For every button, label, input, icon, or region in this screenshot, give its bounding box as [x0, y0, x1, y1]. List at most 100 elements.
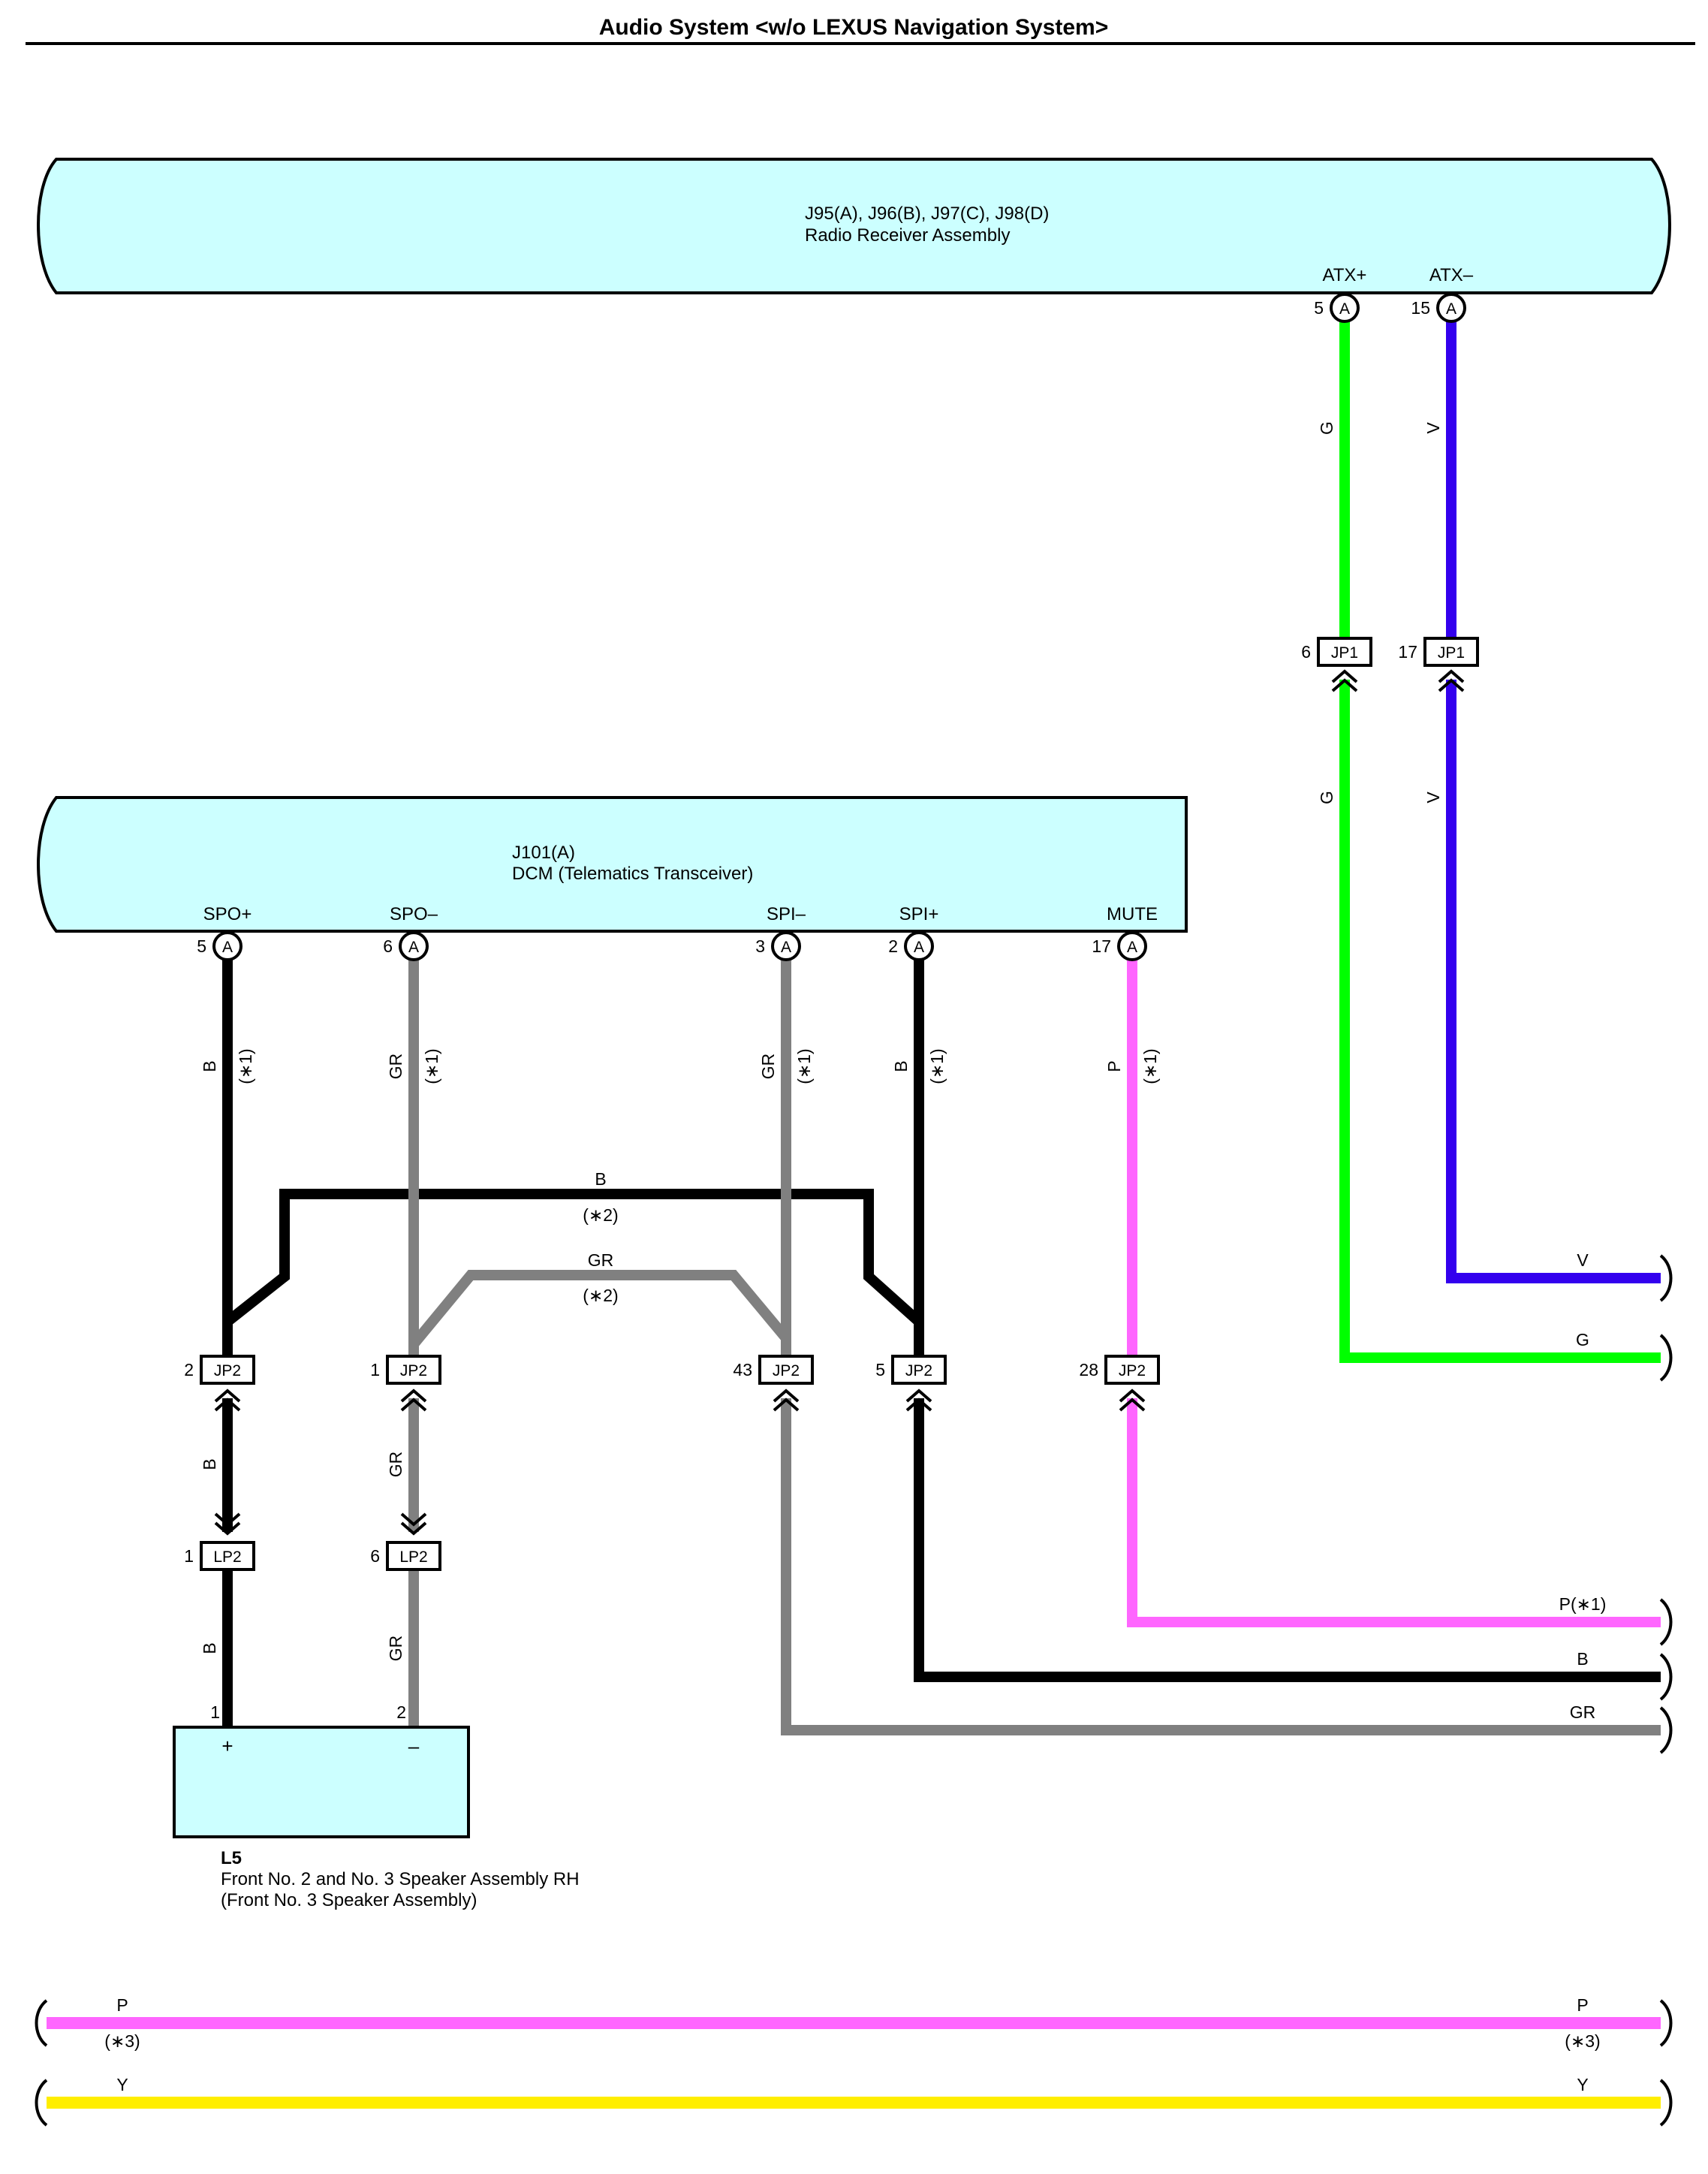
wire-label-bridge-gr: GR	[588, 1250, 614, 1270]
connector-jp2-5: JP2	[891, 1355, 947, 1412]
pin-spi-plus: A	[904, 931, 934, 961]
pin-number-lp2-1: 1	[184, 1546, 194, 1566]
wire-note-mute: (∗1)	[1140, 1048, 1160, 1084]
pass-through-y-label-left: Y	[116, 2075, 128, 2094]
pin-number-lp2-6: 6	[370, 1546, 380, 1566]
dcm-box	[37, 796, 1188, 933]
connector-jp2-2: JP2	[200, 1355, 255, 1412]
wire-out-p	[1127, 1398, 1661, 1627]
dcm-name: DCM (Telematics Transceiver)	[512, 864, 753, 884]
terminal-spi-minus-label: SPI–	[767, 904, 806, 924]
radio-receiver-box	[37, 158, 1671, 294]
wire-label-jp2-lp2-gr: GR	[386, 1452, 405, 1478]
wire-label-out-b: B	[1577, 1649, 1588, 1669]
connector-lp2-1: LP2	[200, 1512, 255, 1571]
terminal-spi-plus-label: SPI+	[899, 904, 939, 924]
connector-lp2-6: LP2	[386, 1512, 441, 1571]
wire-note-spi-plus: (∗1)	[927, 1048, 947, 1084]
wire-label-out-g: G	[1576, 1330, 1589, 1349]
svg-text:A: A	[222, 939, 233, 956]
pin-number-spo-minus: 6	[383, 936, 393, 956]
svg-text:A: A	[781, 939, 791, 956]
speaker-pin-minus: 2	[396, 1702, 406, 1722]
speaker-name-line1: Front No. 2 and No. 3 Speaker Assembly R…	[221, 1869, 580, 1889]
pin-number-jp2-43: 43	[733, 1360, 752, 1379]
pin-number-jp2-1: 1	[370, 1360, 380, 1379]
pin-number-atx-plus: 5	[1314, 298, 1324, 318]
pin-spi-minus: A	[771, 931, 801, 961]
wire-atx-plus-lower	[1339, 680, 1661, 1363]
svg-text:JP2: JP2	[400, 1362, 427, 1379]
pin-number-atx-minus: 15	[1411, 298, 1430, 318]
wire-note-spo-plus: (∗1)	[236, 1048, 255, 1084]
pin-number-jp1-6: 6	[1301, 642, 1311, 662]
wire-out-gr	[781, 1398, 1661, 1735]
wire-label-out-p: P(∗1)	[1559, 1594, 1607, 1614]
wire-label-spo-minus: GR	[386, 1054, 405, 1080]
continuation-brackets-pass-through	[35, 1999, 1673, 2127]
connector-jp2-28: JP2	[1104, 1355, 1160, 1412]
pin-number-jp2-28: 28	[1079, 1360, 1098, 1379]
svg-text:JP2: JP2	[773, 1362, 800, 1379]
svg-text:A: A	[1339, 300, 1350, 318]
svg-text:JP1: JP1	[1438, 644, 1465, 662]
wire-label-bridge-b: B	[595, 1169, 606, 1189]
pin-spo-plus: A	[212, 931, 242, 961]
wire-note-spo-minus: (∗1)	[422, 1048, 441, 1084]
pass-through-p-label-left: P	[116, 1995, 128, 2015]
wire-label-atx-minus-upper: V	[1423, 422, 1443, 434]
terminal-mute-label: MUTE	[1107, 904, 1158, 924]
wire-label-out-v: V	[1577, 1250, 1589, 1270]
wire-note-bridge-b: (∗2)	[583, 1205, 618, 1225]
pass-through-y-label-right: Y	[1577, 2075, 1588, 2094]
radio-receiver-name: Radio Receiver Assembly	[805, 225, 1010, 246]
wire-label-mute: P	[1104, 1060, 1124, 1072]
wire-label-lp2-speaker-gr: GR	[386, 1636, 405, 1662]
speaker-code: L5	[221, 1848, 242, 1868]
wire-out-b	[914, 1398, 1661, 1682]
pin-number-mute: 17	[1092, 936, 1111, 956]
svg-text:JP1: JP1	[1331, 644, 1358, 662]
pin-spo-minus: A	[399, 931, 429, 961]
svg-text:A: A	[914, 939, 924, 956]
svg-text:JP2: JP2	[214, 1362, 241, 1379]
svg-text:JP2: JP2	[905, 1362, 932, 1379]
wire-label-spo-plus: B	[200, 1060, 219, 1072]
wire-label-atx-plus-upper: G	[1317, 421, 1336, 435]
wire-label-atx-minus-lower: V	[1423, 792, 1443, 804]
wire-note-bridge-gr: (∗2)	[583, 1286, 618, 1305]
wire-note-spi-minus: (∗1)	[794, 1048, 814, 1084]
continuation-brackets-right	[1659, 1254, 1673, 1754]
wire-label-jp2-lp2-b: B	[200, 1458, 219, 1470]
pin-atx-plus: A	[1330, 293, 1360, 323]
pin-mute: A	[1117, 931, 1147, 961]
wire-label-atx-plus-lower: G	[1317, 791, 1336, 804]
connector-jp1-atx-minus: JP1	[1423, 637, 1479, 692]
pass-through-p-note-left: (∗3)	[104, 2031, 140, 2051]
speaker-sign-plus: +	[221, 1735, 233, 1757]
terminal-atx-minus-label: ATX–	[1429, 265, 1474, 285]
pin-number-jp2-2: 2	[184, 1360, 194, 1379]
speaker-name-line2: (Front No. 3 Speaker Assembly)	[221, 1890, 477, 1910]
svg-text:A: A	[1127, 939, 1137, 956]
speaker-sign-minus: –	[408, 1735, 420, 1757]
terminal-spo-minus-label: SPO–	[390, 904, 438, 924]
wire-atx-minus-lower	[1446, 680, 1661, 1283]
pin-number-spi-minus: 3	[755, 936, 765, 956]
wire-bridge-gr	[409, 1270, 791, 1348]
wire-label-out-gr: GR	[1570, 1702, 1596, 1722]
pin-atx-minus: A	[1436, 293, 1466, 323]
diagram-title: Audio System <w/o LEXUS Navigation Syste…	[599, 15, 1109, 40]
speaker-pin-plus: 1	[210, 1702, 220, 1722]
wire-bridge-b	[224, 1189, 923, 1326]
svg-text:A: A	[408, 939, 419, 956]
svg-text:A: A	[1446, 300, 1456, 318]
terminal-atx-plus-label: ATX+	[1323, 265, 1367, 285]
connector-jp1-atx-plus: JP1	[1317, 637, 1372, 692]
dcm-code: J101(A)	[512, 843, 575, 863]
pin-number-jp1-17: 17	[1398, 642, 1417, 662]
pin-number-jp2-5: 5	[875, 1360, 885, 1379]
wire-label-spi-plus: B	[891, 1060, 911, 1072]
svg-text:LP2: LP2	[399, 1548, 427, 1566]
